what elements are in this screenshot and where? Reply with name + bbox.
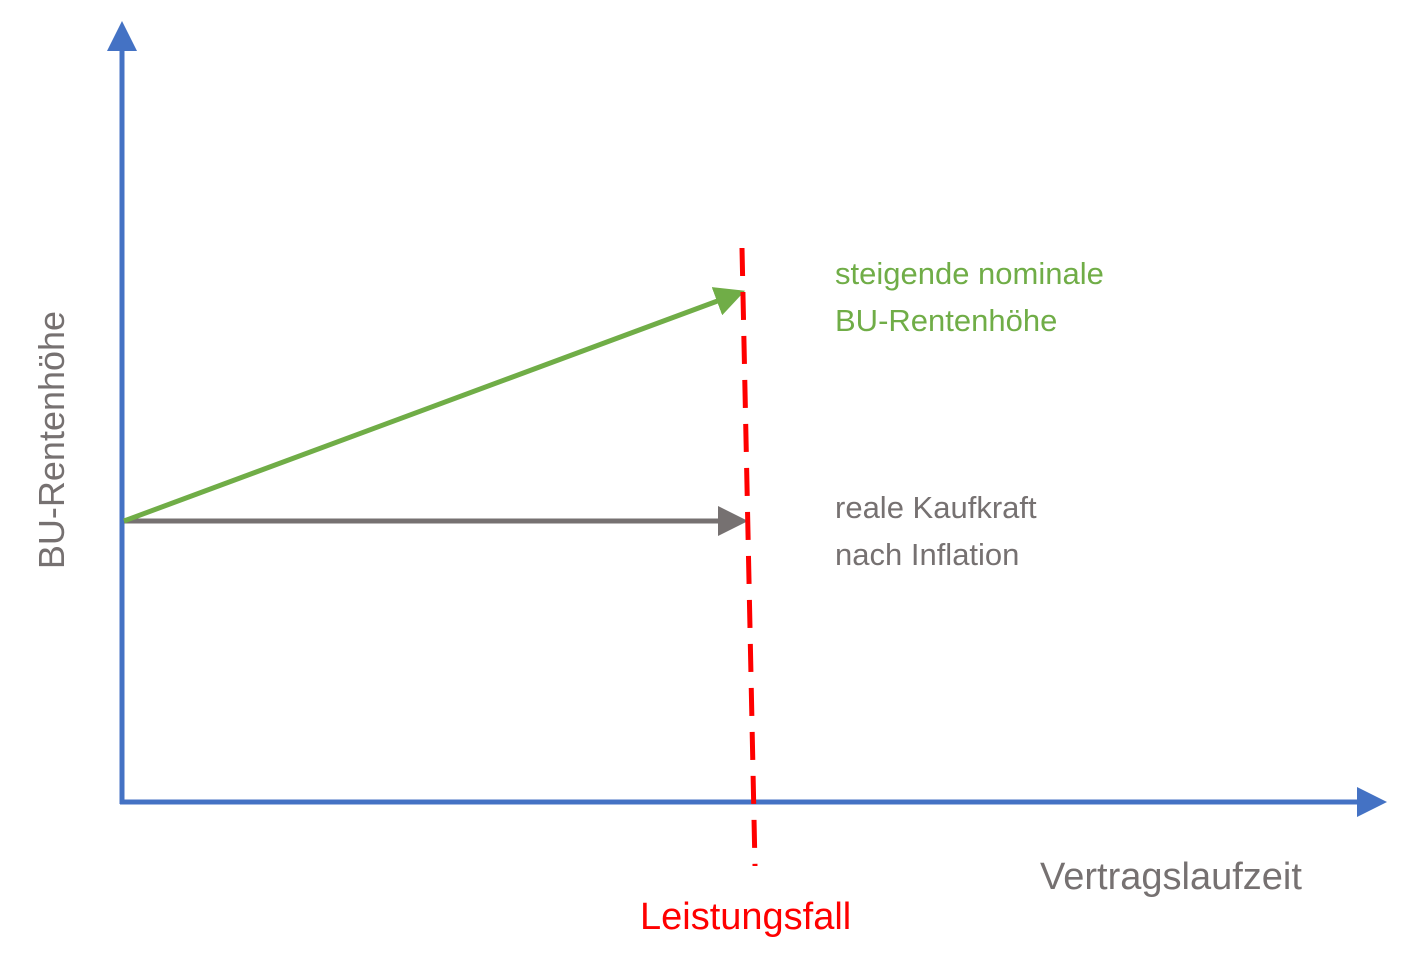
nominal-pension-arrow [123, 287, 746, 524]
y-axis-label: BU-Rentenhöhe [31, 310, 72, 570]
real-purchasing-power-label-line2: nach Inflation [835, 537, 1020, 572]
nominal-pension-label-line1: steigende nominale [835, 256, 1104, 291]
nominal-pension-label-line2: BU-Rentenhöhe [835, 303, 1058, 338]
x-axis-label: Vertragslaufzeit [1040, 856, 1302, 898]
real-purchasing-power-label-line1: reale Kaufkraft [835, 490, 1037, 525]
real-purchasing-power-label: reale Kaufkraft nach Inflation [835, 484, 1037, 578]
nominal-pension-label: steigende nominale BU-Rentenhöhe [835, 250, 1104, 344]
benefit-event-label: Leistungsfall [640, 896, 852, 938]
benefit-event-line [739, 247, 758, 867]
